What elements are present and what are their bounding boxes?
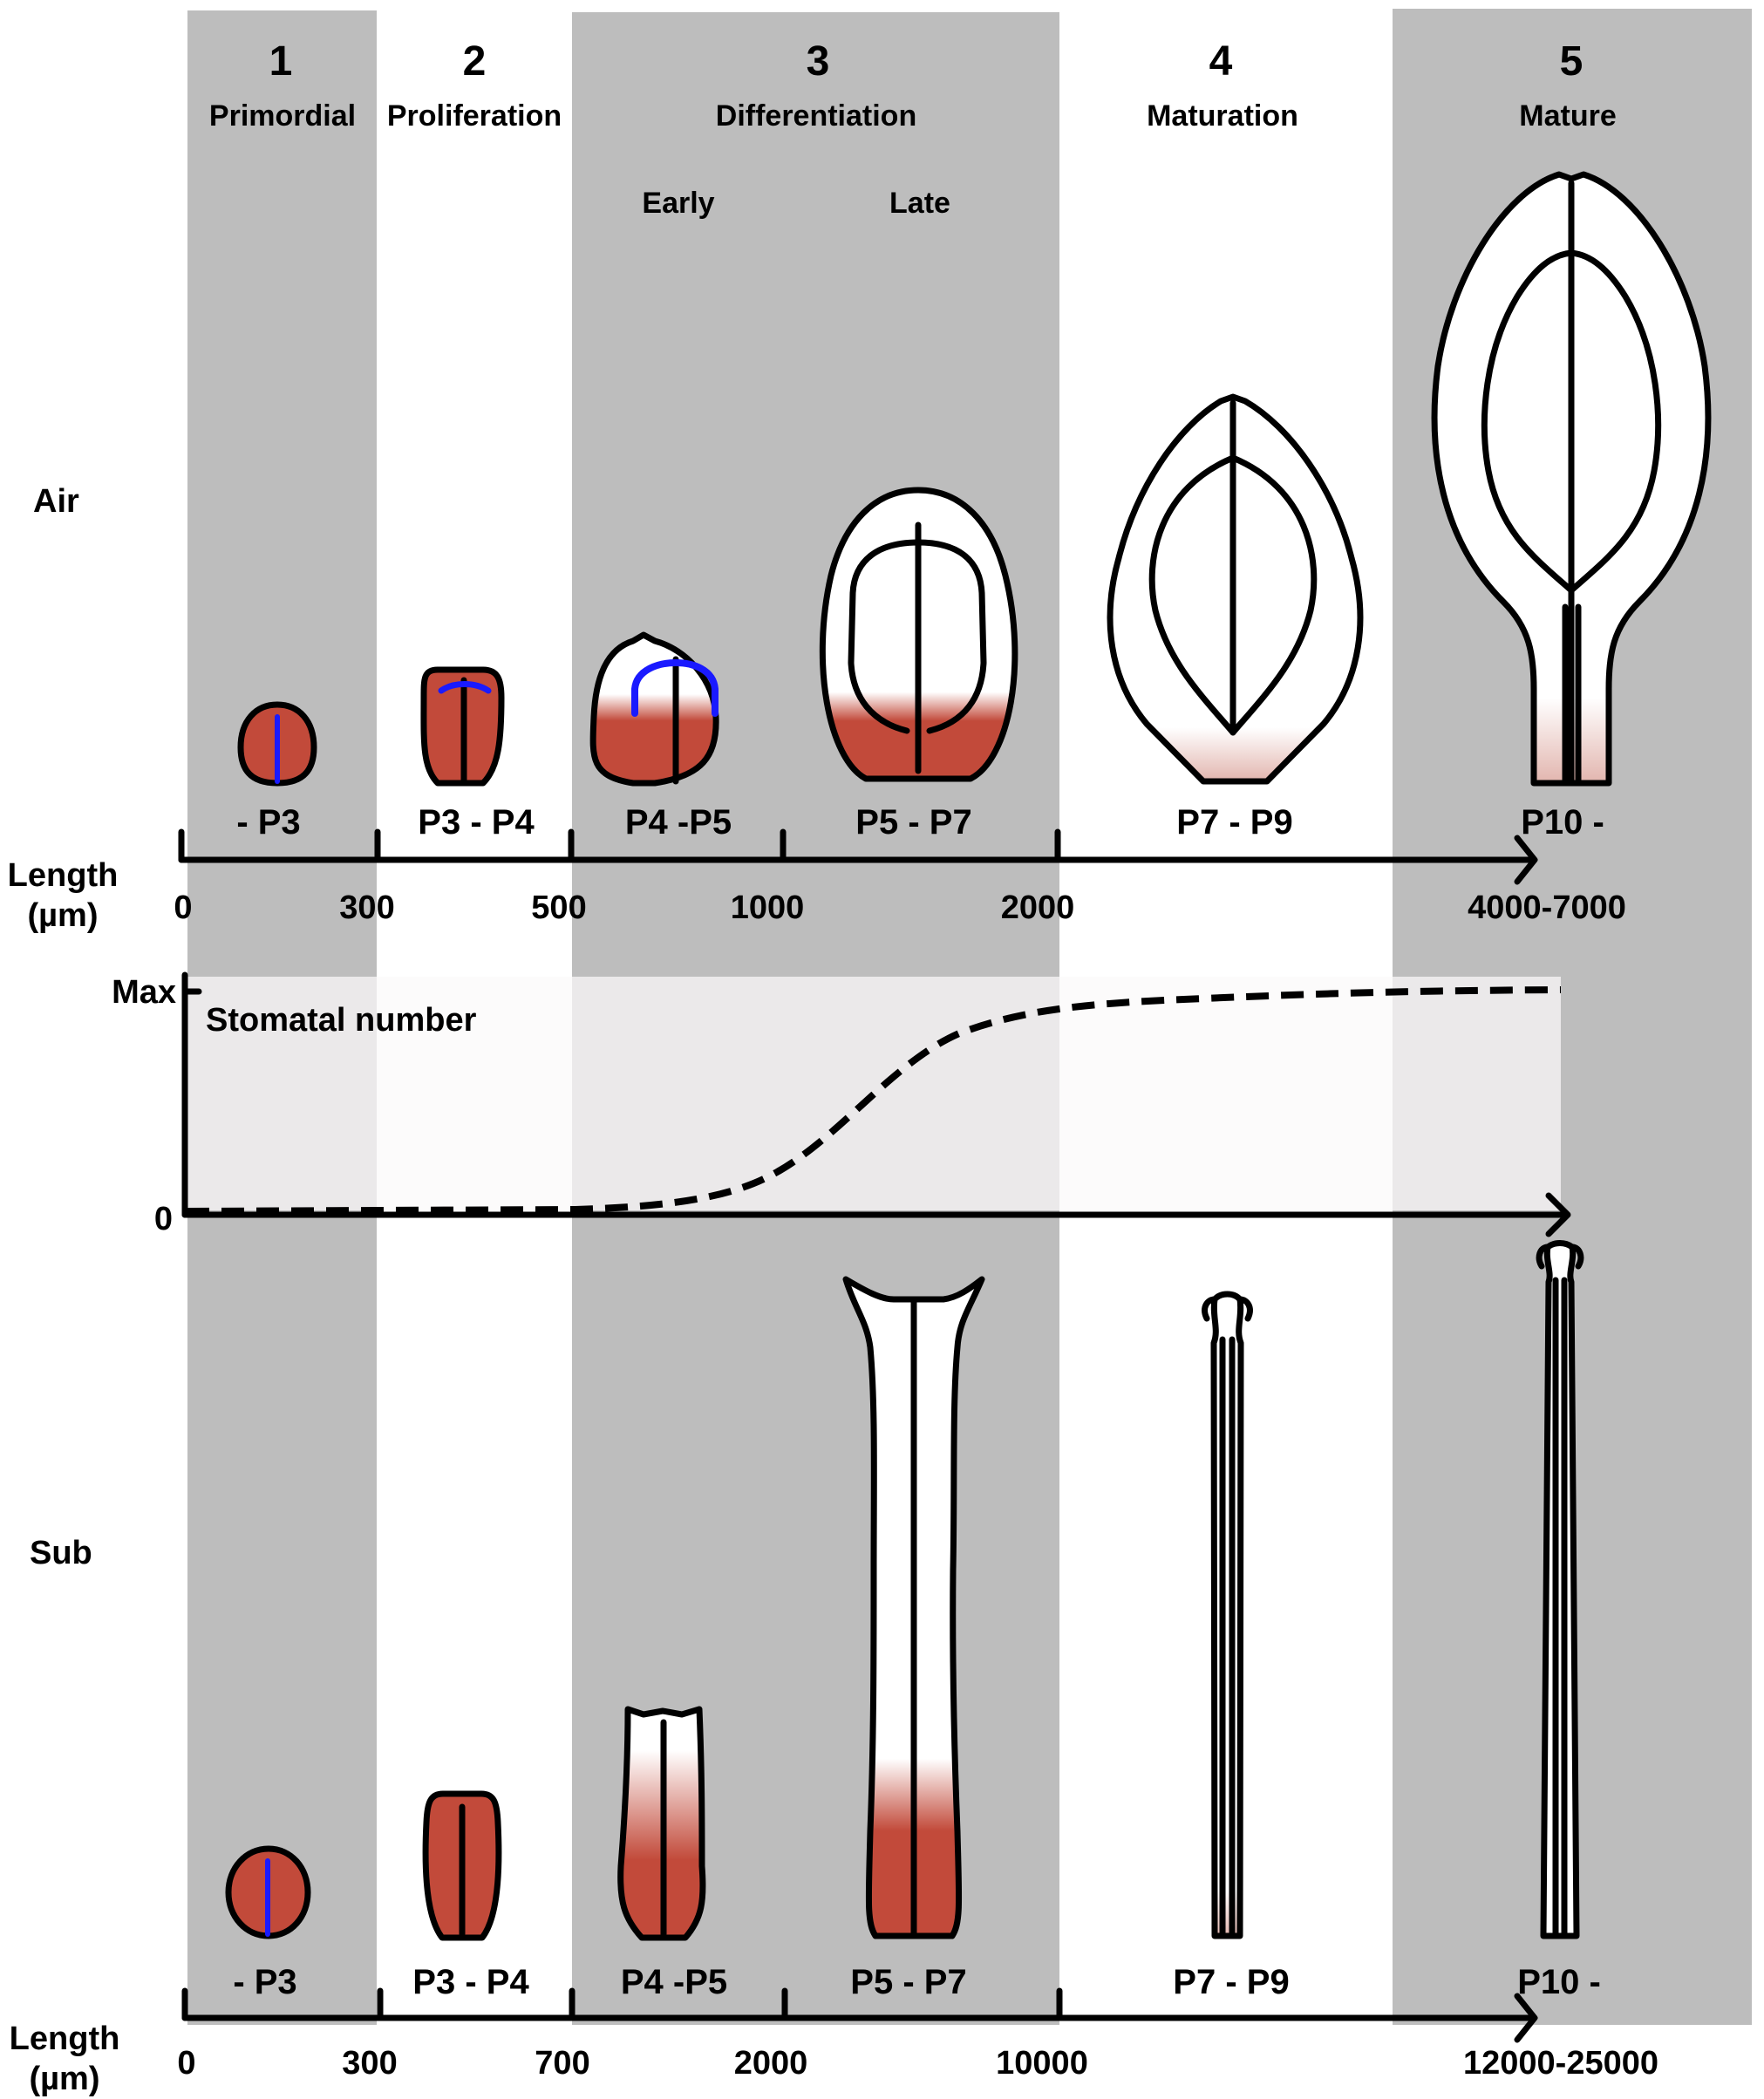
air-leaf-3-label: P4 -P5 (625, 803, 732, 842)
sub-leaf-6 (1536, 1240, 1584, 1939)
stage-2-name: Proliferation (387, 99, 562, 133)
air-leaf-2 (420, 666, 505, 787)
air-leaf-6 (1431, 171, 1712, 787)
stage-1-name: Primordial (209, 99, 356, 133)
row-label-sub: Sub (30, 1535, 92, 1571)
stage-1-number: 1 (269, 38, 293, 85)
sub-leaf-5-label: P7 - P9 (1173, 1963, 1289, 2001)
stage-2-number: 2 (463, 38, 487, 85)
sub-leaf-5 (1202, 1291, 1253, 1939)
blue-marginal-vein-icon (438, 681, 492, 694)
air-leaf-3 (589, 631, 719, 787)
curve-panel-light-2 (377, 977, 572, 1210)
air-tick-4000-7000: 4000-7000 (1468, 889, 1626, 926)
sub-tick-12000-25000: 12000-25000 (1463, 2045, 1658, 2082)
stomatal-number-label: Stomatal number (206, 1002, 477, 1039)
sub-tick-700: 700 (535, 2045, 589, 2082)
stage-4-name: Maturation (1147, 99, 1298, 133)
stage-3-number: 3 (807, 38, 830, 85)
stomatal-curve-axes (181, 971, 1571, 1237)
sub-tick-300: 300 (342, 2045, 397, 2082)
sub-leaf-2 (422, 1790, 502, 1941)
stage-3-late-label: Late (889, 187, 950, 220)
air-tick-300: 300 (339, 889, 394, 926)
air-leaf-4 (819, 487, 1018, 782)
curve-panel-light-4 (1059, 977, 1393, 1210)
stage-5-name: Mature (1519, 99, 1616, 133)
air-tick-500: 500 (531, 889, 586, 926)
sub-leaf-4 (842, 1276, 985, 1939)
sub-tick-0: 0 (177, 2045, 195, 2082)
blue-loop-vein-icon (631, 658, 719, 717)
curve-y-zero-label: 0 (154, 1201, 173, 1237)
stage-5-number: 5 (1560, 38, 1584, 85)
air-leaf-5-label: P7 - P9 (1176, 803, 1292, 842)
stage-4-number: 4 (1209, 38, 1233, 85)
sub-leaf-3 (617, 1706, 706, 1941)
sub-leaf-1-label: - P3 (233, 1963, 296, 2001)
sub-leaf-3-label: P4 -P5 (621, 1963, 727, 2001)
air-tick-2000: 2000 (1001, 889, 1075, 926)
air-tick-0: 0 (174, 889, 192, 926)
sub-length-axis (181, 1987, 1538, 2043)
air-length-label-line1: Length (8, 857, 119, 894)
air-length-label-line2: (µm) (28, 897, 99, 934)
sub-length-label-line2: (µm) (30, 2061, 100, 2097)
stomatal-number-curve (186, 986, 1562, 1215)
sub-leaf-4-label: P5 - P7 (850, 1963, 966, 2001)
sub-tick-10000: 10000 (996, 2045, 1088, 2082)
sub-leaf-2-label: P3 - P4 (412, 1963, 529, 2001)
row-label-air: Air (33, 483, 79, 520)
air-leaf-1-label: - P3 (236, 803, 300, 842)
air-leaf-2-label: P3 - P4 (418, 803, 535, 842)
air-length-axis (178, 828, 1538, 885)
air-leaf-4-label: P5 - P7 (855, 803, 971, 842)
air-leaf-5 (1107, 393, 1364, 785)
stage-3-name: Differentiation (716, 99, 916, 133)
sub-tick-2000: 2000 (734, 2045, 808, 2082)
sub-length-label-line1: Length (10, 2021, 120, 2057)
air-leaf-6-label: P10 - (1521, 803, 1604, 842)
curve-y-max-label: Max (112, 974, 176, 1011)
air-leaf-1 (237, 701, 317, 787)
sub-leaf-1 (225, 1845, 311, 1939)
stage-3-early-label: Early (642, 187, 714, 220)
air-tick-1000: 1000 (731, 889, 805, 926)
sub-leaf-6-label: P10 - (1517, 1963, 1601, 2001)
